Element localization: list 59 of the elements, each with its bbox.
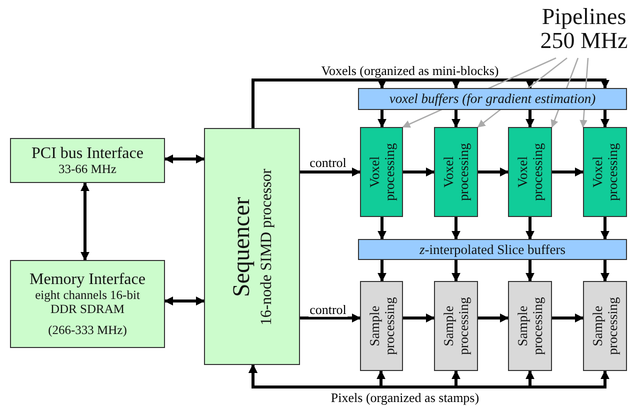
sample-processing-box (434, 281, 478, 371)
block-title: Sample processing (440, 296, 472, 357)
arrow (452, 217, 460, 240)
arrow (403, 168, 435, 176)
pipeline-note: Pipelines 250 MHz (539, 4, 629, 54)
arrow (452, 110, 460, 128)
sample-processing-box (360, 281, 403, 371)
arrow (526, 110, 534, 128)
block-title: Sequencer (228, 196, 256, 296)
arrow (164, 296, 205, 306)
block-detail: 33-66 MHz (58, 162, 116, 176)
arrow (164, 154, 205, 164)
block-title: voxel buffers (for gradient estimation) (389, 91, 596, 107)
block-detail: (266-333 MHz) (48, 323, 127, 338)
arrow (452, 260, 460, 282)
arrow (478, 168, 509, 176)
arrow (300, 168, 361, 176)
block-title: z-interpolated Slice buffers (420, 242, 566, 258)
arrow (80, 182, 90, 261)
arrow (600, 217, 610, 240)
arrow (600, 110, 610, 128)
edge-label: control (308, 156, 348, 170)
arrow (526, 260, 534, 282)
arrow (403, 314, 435, 322)
arrow (526, 217, 534, 240)
voxel-processing-box (508, 127, 552, 217)
block-title: Voxel processing (514, 142, 546, 203)
edge-label: Pixels (organized as stamps) (330, 390, 480, 406)
arrow (378, 110, 386, 128)
edge-label: control (308, 302, 348, 318)
block-detail: 16-node SIMD processor (258, 168, 276, 325)
block-title: Voxel processing (440, 142, 472, 203)
block-title: PCI bus Interface (32, 144, 144, 162)
sample-processing-box (508, 281, 552, 371)
interface-box (10, 260, 165, 348)
voxel-processing-box (583, 127, 627, 217)
arrow (552, 168, 584, 176)
voxel-processing-box (434, 127, 478, 217)
sample-processing-box (583, 281, 627, 371)
arrow (478, 314, 509, 322)
block-title: Voxel processing (590, 142, 620, 203)
arrow (600, 260, 610, 282)
arrow (378, 217, 386, 240)
buffer-bar (358, 88, 627, 110)
arrow (248, 364, 610, 388)
buffer-bar (358, 239, 627, 260)
block-title: Sample processing (366, 296, 397, 357)
block-title: Sample processing (590, 296, 620, 357)
arrow (552, 314, 584, 322)
block-title: Sample processing (514, 296, 546, 357)
edge-label: Voxels (organized as mini-blocks) (320, 64, 500, 78)
block-title: Voxel processing (366, 142, 397, 203)
arrow (378, 260, 386, 282)
interface-box (10, 138, 165, 183)
block-title: Memory Interface (30, 270, 146, 288)
sequencer-box (204, 128, 300, 365)
block-detail: eight channels 16-bit DDR SDRAM (34, 288, 141, 316)
arrow (300, 314, 361, 322)
voxel-processing-box (360, 127, 403, 217)
